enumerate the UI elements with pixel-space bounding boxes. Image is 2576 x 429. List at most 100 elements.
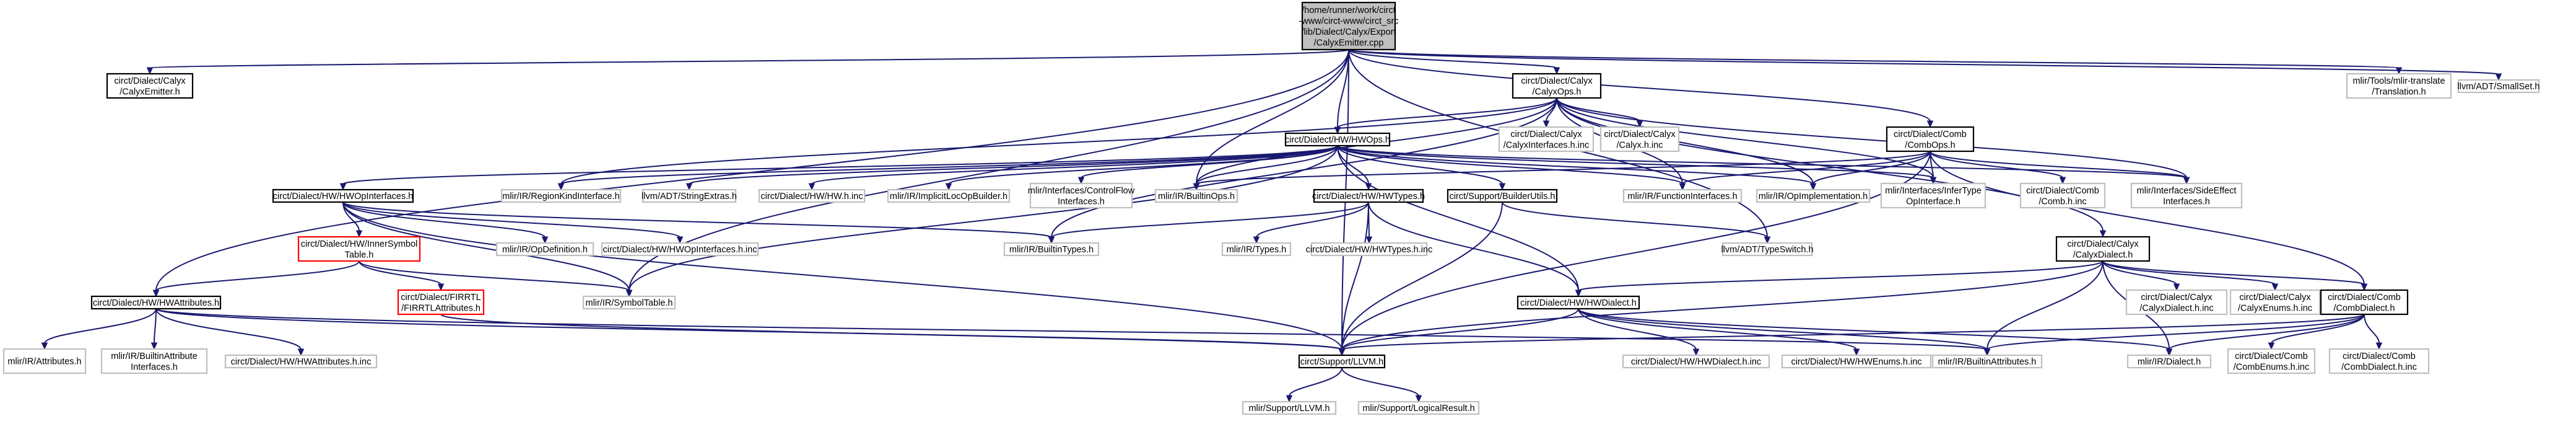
node-box (1880, 182, 1986, 209)
node-label: circt/Dialect/Comb (2235, 352, 2308, 361)
node-label: /Calyx.h.inc (1617, 140, 1663, 150)
edge-arrowhead (437, 283, 445, 291)
edge-hw-ops-h-to-builder-utils-h (1337, 145, 1503, 185)
edge-inner-symbol-table-h-to-firrtl-attributes-h (359, 260, 442, 285)
node-label: circt/Dialect/Comb (2026, 186, 2099, 196)
node-label: /CalyxDialect.h (2073, 250, 2133, 260)
node-label: /FIRRTLAttributes.h (401, 303, 481, 313)
node-box (1498, 126, 1595, 153)
node-hw-attributes-h-inc: circt/Dialect/HW/HWAttributes.h.inc (224, 354, 378, 369)
node-box (1756, 188, 1871, 203)
edge-arrowhead (339, 183, 347, 191)
edge-calyx-ops-h-to-side-effect-interfaces-h (1556, 97, 2187, 179)
node-logical-result-h: mlir/Support/LogicalResult.h (1357, 400, 1480, 415)
node-comb-enums-h-inc: circt/Dialect/Comb/CombEnums.h.inc (2227, 348, 2316, 374)
edge-arrowhead (1253, 236, 1260, 244)
node-label: /CombDialect.h.inc (2341, 362, 2417, 372)
edge-arrowhead (1764, 236, 1771, 244)
edge-hw-op-interfaces-h-to-symbol-table-h (342, 201, 630, 291)
node-label: mlir/IR/ImplicitLocOpBuilder.h (890, 192, 1007, 201)
node-hw-types-h[interactable]: circt/Dialect/HW/HWTypes.h (1312, 188, 1425, 203)
node-label: mlir/Interfaces/SideEffect (2137, 186, 2237, 196)
node-label: mlir/Interfaces/ControlFlow (1028, 186, 1135, 196)
edge-llvm-h-to-support-llvm-h (1289, 367, 1342, 397)
edge-hw-ops-h-to-function-interfaces-h (1337, 145, 1683, 185)
node-box (2328, 348, 2430, 374)
node-label: circt/Dialect/HW/HWOpInterfaces.h.inc (603, 245, 757, 255)
edge-arrowhead (41, 342, 48, 350)
edge-hw-types-h-to-builtin-types-h (1051, 201, 1369, 238)
node-calyx-h-inc: circt/Dialect/Calyx/Calyx.h.inc (1599, 126, 1680, 153)
node-calyx-ops-h[interactable]: circt/Dialect/Calyx/CalyxOps.h (1512, 73, 1602, 99)
node-hw-ops-h[interactable]: circt/Dialect/HW/HWOps.h (1284, 132, 1391, 147)
node-label: circt/Dialect/Calyx (114, 76, 186, 86)
edge-hw-op-interfaces-h-to-llvm-h (342, 201, 1342, 350)
node-box (1301, 1, 1396, 51)
node-builder-utils-h[interactable]: circt/Support/BuilderUtils.h (1447, 188, 1558, 203)
node-box (887, 188, 1011, 203)
edge-arrowhead (1499, 183, 1506, 191)
edge-arrowhead (945, 183, 952, 191)
edge-arrowhead (1809, 183, 1817, 191)
node-box (1298, 354, 1386, 369)
node-label: circt/Dialect/Calyx (1604, 130, 1676, 139)
node-label: /CombOps.h (1905, 140, 1955, 150)
node-label: llvm/ADT/TypeSwitch.h (1721, 245, 1813, 255)
node-calyx-emitter-h[interactable]: circt/Dialect/Calyx/CalyxEmitter.h (106, 73, 194, 99)
node-hw-op-interfaces-h[interactable]: circt/Dialect/HW/HWOpInterfaces.h (272, 188, 414, 203)
node-label: circt/Dialect/HW/HWOpInterfaces.h (273, 192, 413, 201)
node-label: mlir/IR/RegionKindInterface.h (502, 192, 619, 201)
node-label: /CombDialect.h (2333, 303, 2395, 313)
edge-hw-op-interfaces-h-to-builtin-types-h (342, 201, 1052, 238)
node-calyx-dialect-h[interactable]: circt/Dialect/Calyx/CalyxDialect.h (2055, 236, 2151, 262)
node-label: circt/Support/LLVM.h (1300, 357, 1383, 367)
node-box (2125, 289, 2228, 316)
node-comb-dialect-h[interactable]: circt/Dialect/Comb/CombDialect.h (2320, 289, 2409, 316)
node-box (1310, 242, 1428, 257)
edge-arrowhead (1553, 67, 1560, 75)
edge-arrowhead (2099, 230, 2107, 238)
edge-arrowhead (1193, 183, 1200, 191)
node-label: Table.h (345, 250, 374, 260)
edge-arrowhead (1692, 348, 1700, 356)
edge-comb-ops-h-to-comb-h-inc (1930, 151, 2063, 179)
node-hw-enums-h-inc: circt/Dialect/HW/HWEnums.h.inc (1781, 354, 1932, 369)
node-label: /CalyxEnums.h.inc (2238, 303, 2312, 313)
node-label: mlir/IR/BuiltinTypes.h (1009, 245, 1094, 255)
node-hw-attributes-h[interactable]: circt/Dialect/HW/HWAttributes.h (90, 295, 222, 310)
node-box (1221, 242, 1292, 257)
edge-arrowhead (1365, 236, 1373, 244)
node-label: /CalyxDialect.h.inc (2139, 303, 2213, 313)
edge-hw-ops-h-to-control-flow-interfaces-h (1081, 145, 1338, 179)
node-comb-ops-h[interactable]: circt/Dialect/Comb/CombOps.h (1886, 126, 1975, 153)
node-box (90, 295, 222, 310)
node-box (642, 188, 737, 203)
edge-builder-utils-h-to-type-switch-h (1502, 201, 1768, 238)
edge-arrowhead (1926, 120, 1934, 128)
node-label: circt/Dialect/Comb (1894, 130, 1967, 139)
node-hw-op-interfaces-h-inc: circt/Dialect/HW/HWOpInterfaces.h.inc (601, 242, 759, 257)
edge-hw-dialect-h-to-hw-enums-h-inc (1578, 308, 1857, 350)
node-label: mlir/IR/BuiltinOps.h (1158, 192, 1235, 201)
edge-comb-ops-h-to-builtin-ops-h (1196, 151, 1931, 185)
edge-arrowhead (685, 183, 693, 191)
node-box (758, 188, 866, 203)
edge-arrowhead (1930, 177, 1937, 185)
edge-arrowhead (1636, 120, 1643, 128)
node-builtin-attributes-h: mlir/IR/BuiltinAttributes.h (1931, 354, 2043, 369)
edge-arrowhead (2361, 283, 2368, 291)
node-box (106, 73, 194, 99)
node-hw-dialect-h[interactable]: circt/Dialect/HW/HWDialect.h (1516, 295, 1640, 310)
node-op-definition-h: mlir/IR/OpDefinition.h (495, 242, 594, 257)
node-box (2055, 236, 2151, 262)
node-label: circt/Dialect/Comb (2328, 293, 2401, 303)
edge-root-to-calyx-ops-h (1348, 49, 1557, 69)
edge-arrowhead (1853, 348, 1860, 356)
node-label: /lib/Dialect/Calyx/Export (1301, 27, 1396, 37)
edge-calyx-dialect-h-to-calyx-enums-h-inc (2102, 260, 2276, 285)
node-llvm-h[interactable]: circt/Support/LLVM.h (1298, 354, 1386, 369)
node-label: mlir/Interfaces/InferType (1885, 186, 1982, 196)
node-builtin-types-h: mlir/IR/BuiltinTypes.h (1003, 242, 1100, 257)
